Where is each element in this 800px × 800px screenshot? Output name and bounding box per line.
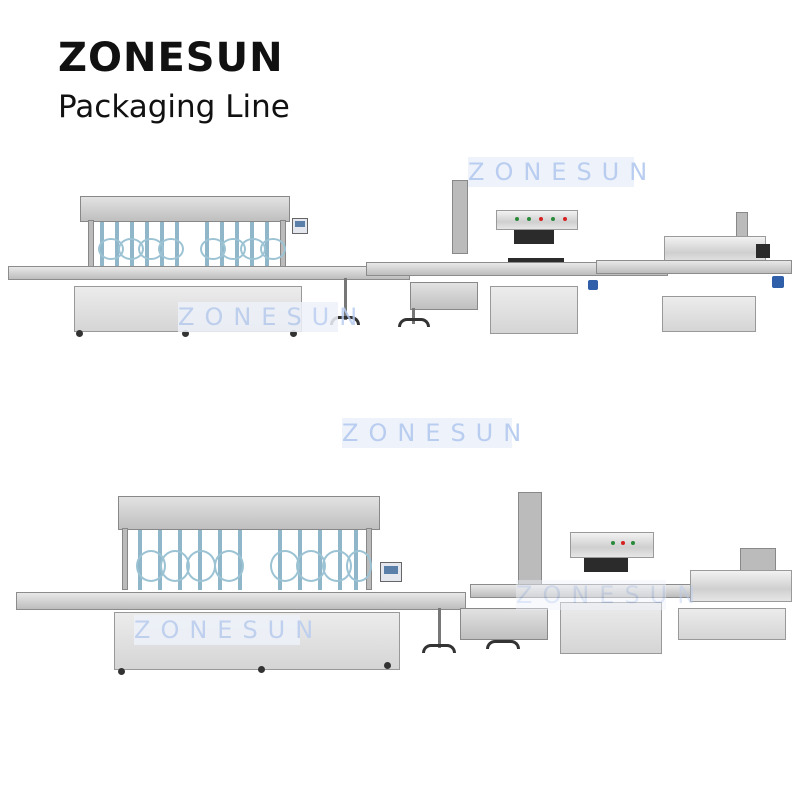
elevator-column — [452, 180, 468, 254]
emergency-stop-icon — [621, 541, 625, 545]
touchscreen-icon — [295, 221, 305, 227]
labeling-head — [664, 236, 766, 264]
watermark-bottom-filler: ZONESUN — [134, 615, 324, 645]
elevator-foot — [398, 318, 430, 327]
capping-spindles-icon — [584, 558, 628, 572]
motor-icon — [772, 276, 784, 288]
labeler-cabinet — [662, 296, 756, 332]
caster-icon — [118, 668, 125, 675]
caster-icon — [258, 666, 265, 673]
button-icon — [551, 217, 555, 221]
labeler-cabinet — [678, 608, 786, 640]
hose-icon — [186, 550, 216, 582]
cap-hopper — [410, 282, 478, 310]
motor-icon — [588, 280, 598, 290]
watermark-top-filler: ZONESUN — [178, 302, 368, 332]
filler-frame-left — [122, 528, 128, 590]
button-icon — [611, 541, 615, 545]
cap-hopper — [460, 608, 548, 640]
hose-icon — [260, 238, 286, 260]
watermark-top-right: ZONESUN — [468, 157, 658, 187]
capper-cabinet — [560, 602, 662, 654]
elevator-column — [518, 492, 542, 594]
conveyor-foot — [422, 644, 456, 653]
filler-frame-left — [88, 220, 94, 272]
watermark-center: ZONESUN — [342, 418, 532, 448]
button-icon — [527, 217, 531, 221]
conveyor-stand — [438, 608, 441, 648]
emergency-stop-icon — [539, 217, 543, 221]
caster-icon — [76, 330, 83, 337]
capper-head-box — [496, 210, 578, 230]
hose-icon — [214, 550, 244, 582]
watermark-bottom-capper: ZONESUN — [516, 580, 706, 610]
touchscreen-icon — [384, 566, 398, 574]
caster-icon — [290, 330, 297, 337]
filler-hopper — [118, 496, 380, 530]
top-packaging-line-image — [0, 150, 800, 350]
conveyor-stand — [344, 278, 347, 320]
conveyor-belt — [8, 266, 410, 280]
button-icon — [515, 217, 519, 221]
brand-title: ZONESUN — [58, 35, 284, 81]
conveyor-belt — [16, 592, 466, 610]
elevator-stand — [412, 308, 415, 324]
filler-control-panel — [380, 562, 402, 582]
filler-hopper — [80, 196, 290, 222]
conveyor-belt — [596, 260, 792, 274]
label-roll-icon — [756, 244, 770, 258]
button-icon — [563, 217, 567, 221]
subtitle: Packaging Line — [58, 89, 290, 125]
capper-cabinet — [490, 286, 578, 334]
hose-icon — [158, 238, 184, 260]
filler-control-panel — [292, 218, 308, 234]
caster-icon — [182, 330, 189, 337]
elevator-foot — [486, 640, 520, 649]
hose-icon — [346, 550, 372, 582]
bottom-packaging-line-image — [0, 480, 800, 680]
labeling-head — [690, 570, 792, 602]
button-icon — [631, 541, 635, 545]
capping-spindles-icon — [514, 230, 554, 244]
capper-head-box — [570, 532, 654, 558]
caster-icon — [384, 662, 391, 669]
